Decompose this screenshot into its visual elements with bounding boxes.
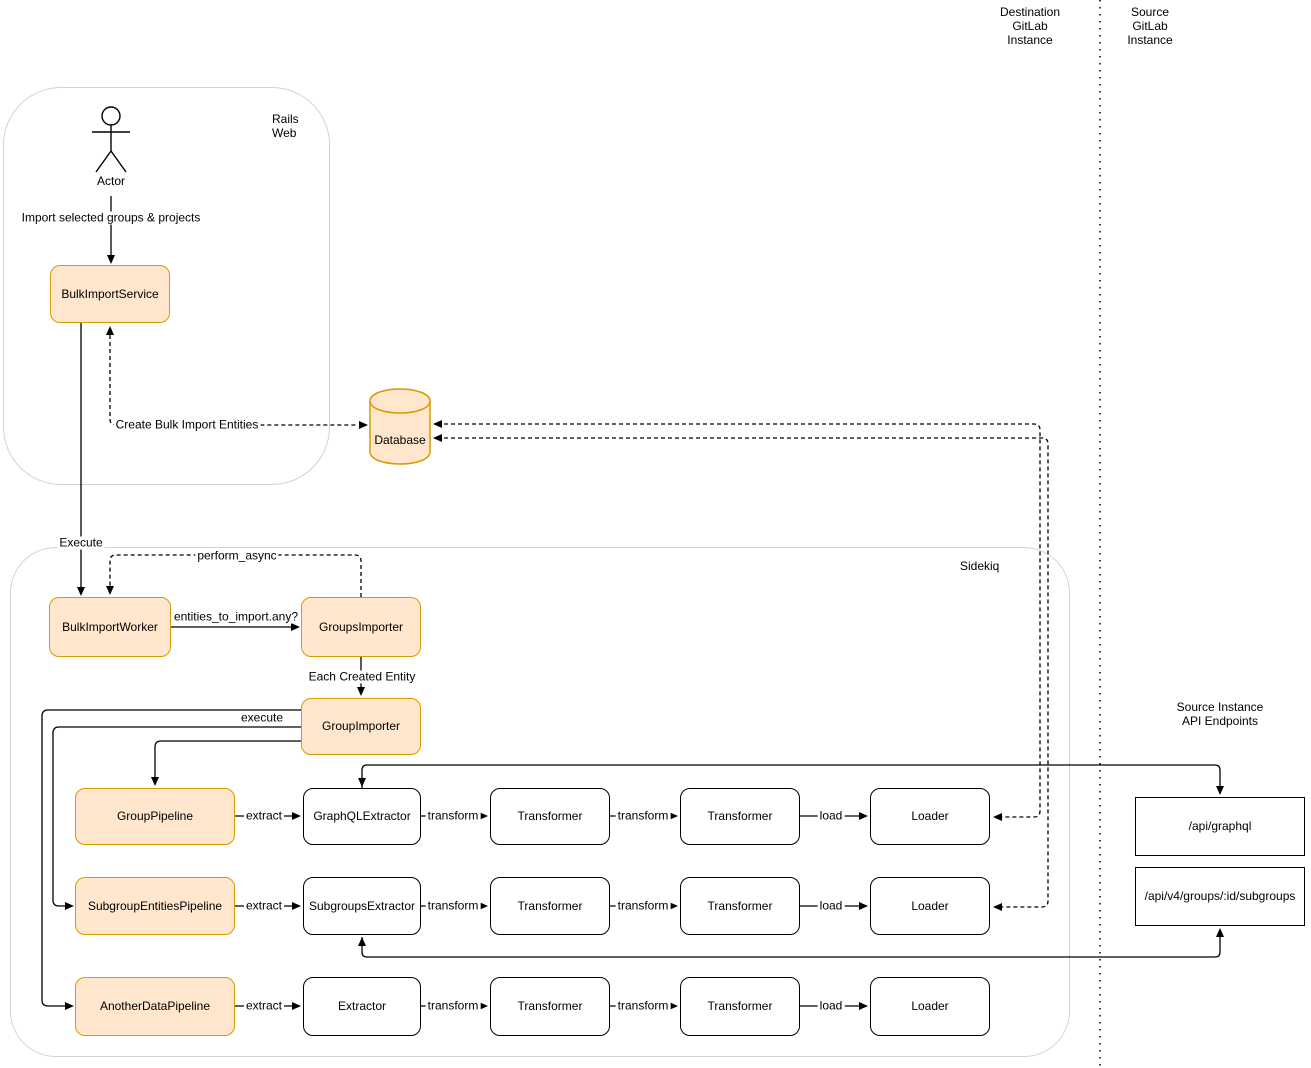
edge-label-transform: transform (425, 898, 481, 913)
node-loader[interactable]: Loader (870, 788, 990, 845)
edge-label-load: load (817, 998, 845, 1013)
edge-label-transform: transform (615, 998, 671, 1013)
rails-web-container (3, 87, 330, 485)
destination-instance-label: Destination GitLab Instance (999, 5, 1061, 47)
edge-label-perform-async: perform_async (195, 548, 279, 563)
edge-label-extract: extract (243, 898, 285, 913)
node-loader[interactable]: Loader (870, 977, 990, 1036)
node-extractor[interactable]: Extractor (303, 977, 421, 1036)
edge-label-extract: extract (243, 998, 285, 1013)
node-api-graphql[interactable]: /api/graphql (1135, 797, 1305, 856)
node-transformer[interactable]: Transformer (680, 877, 800, 935)
edge-label-transform: transform (425, 808, 481, 823)
edge-label-execute: Execute (57, 535, 105, 550)
node-another-data-pipeline[interactable]: AnotherDataPipeline (75, 977, 235, 1036)
node-transformer[interactable]: Transformer (490, 977, 610, 1036)
source-instance-label: Source GitLab Instance (1127, 5, 1173, 47)
node-group-pipeline[interactable]: GroupPipeline (75, 788, 235, 845)
edge-label-entities-to-import: entities_to_import.any? (171, 609, 301, 624)
node-group-importer[interactable]: GroupImporter (301, 698, 421, 755)
node-loader[interactable]: Loader (870, 877, 990, 935)
node-transformer[interactable]: Transformer (680, 788, 800, 845)
edge-label-each-created-entity: Each Created Entity (306, 669, 418, 684)
edge-label-create-entities: Create Bulk Import Entities (113, 417, 261, 432)
edge-label-load: load (817, 898, 845, 913)
node-subgroups-extractor[interactable]: SubgroupsExtractor (303, 877, 421, 935)
sidekiq-container-label: Sidekiq (960, 559, 1000, 573)
edge-label-extract: extract (243, 808, 285, 823)
edge-label-import-selected: Import selected groups & projects (19, 210, 203, 225)
node-transformer[interactable]: Transformer (490, 877, 610, 935)
node-transformer[interactable]: Transformer (490, 788, 610, 845)
node-groups-importer[interactable]: GroupsImporter (301, 597, 421, 657)
actor-label: Actor (96, 174, 126, 188)
node-subgroup-entities-pipeline[interactable]: SubgroupEntitiesPipeline (75, 877, 235, 935)
edge-label-execute-pipeline: execute (238, 710, 286, 725)
edge-label-transform: transform (615, 808, 671, 823)
edge-label-load: load (817, 808, 845, 823)
rails-web-container-label: Rails Web (272, 112, 299, 140)
node-bulk-import-worker[interactable]: BulkImportWorker (49, 597, 171, 657)
node-bulk-import-service[interactable]: BulkImportService (50, 265, 170, 323)
api-endpoints-title: Source Instance API Endpoints (1176, 700, 1264, 728)
sidekiq-container (10, 547, 1070, 1057)
database-cylinder[interactable] (369, 388, 431, 465)
database-label: Database (374, 433, 426, 447)
node-graphql-extractor[interactable]: GraphQLExtractor (303, 788, 421, 845)
node-api-subgroups[interactable]: /api/v4/groups/:id/subgroups (1135, 867, 1305, 926)
edge-label-transform: transform (425, 998, 481, 1013)
edge-label-transform: transform (615, 898, 671, 913)
actor-icon[interactable] (92, 106, 130, 173)
node-transformer[interactable]: Transformer (680, 977, 800, 1036)
